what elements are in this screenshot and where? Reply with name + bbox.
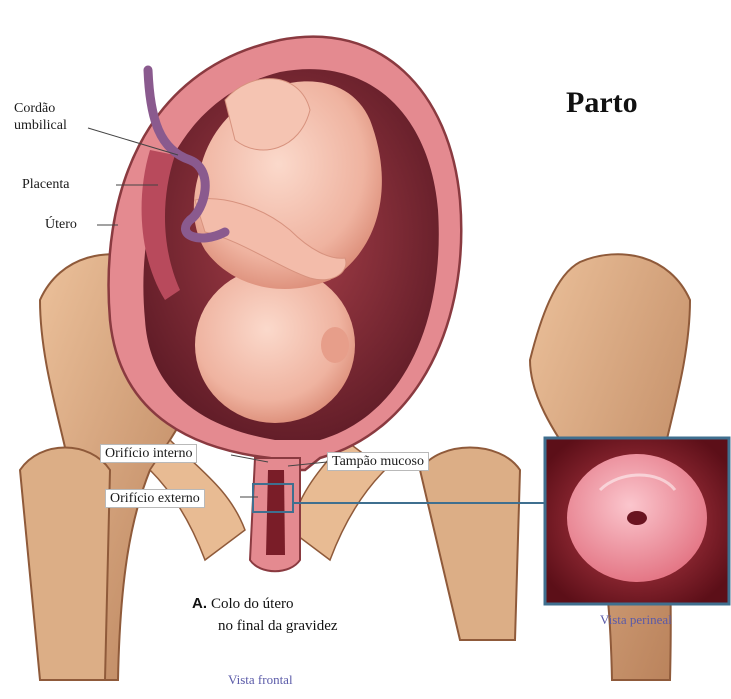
label-cordao-line2: umbilical: [14, 117, 67, 134]
page-title: Parto: [566, 86, 638, 120]
figure-caption: A.Colo do útero no final da gravidez: [192, 593, 338, 637]
label-cordao-umbilical: Cordão umbilical: [14, 100, 67, 134]
label-orificio-interno: Orifício interno: [100, 444, 197, 463]
fetus-ear: [321, 327, 349, 363]
external-os: [627, 511, 647, 525]
view-frontal-label: Vista frontal: [228, 672, 293, 688]
caption-line1: Colo do útero: [211, 596, 294, 612]
perineal-inset: [545, 438, 729, 604]
label-utero: Útero: [45, 216, 77, 233]
label-tampao-mucoso: Tampão mucoso: [327, 452, 429, 471]
label-orificio-externo: Orifício externo: [105, 489, 205, 508]
label-cordao-line1: Cordão: [14, 100, 67, 117]
caption-line2: no final da gravidez: [192, 615, 338, 637]
view-perineal-label: Vista perineal: [600, 612, 672, 628]
caption-letter: A.: [192, 595, 207, 612]
label-placenta: Placenta: [22, 176, 69, 193]
